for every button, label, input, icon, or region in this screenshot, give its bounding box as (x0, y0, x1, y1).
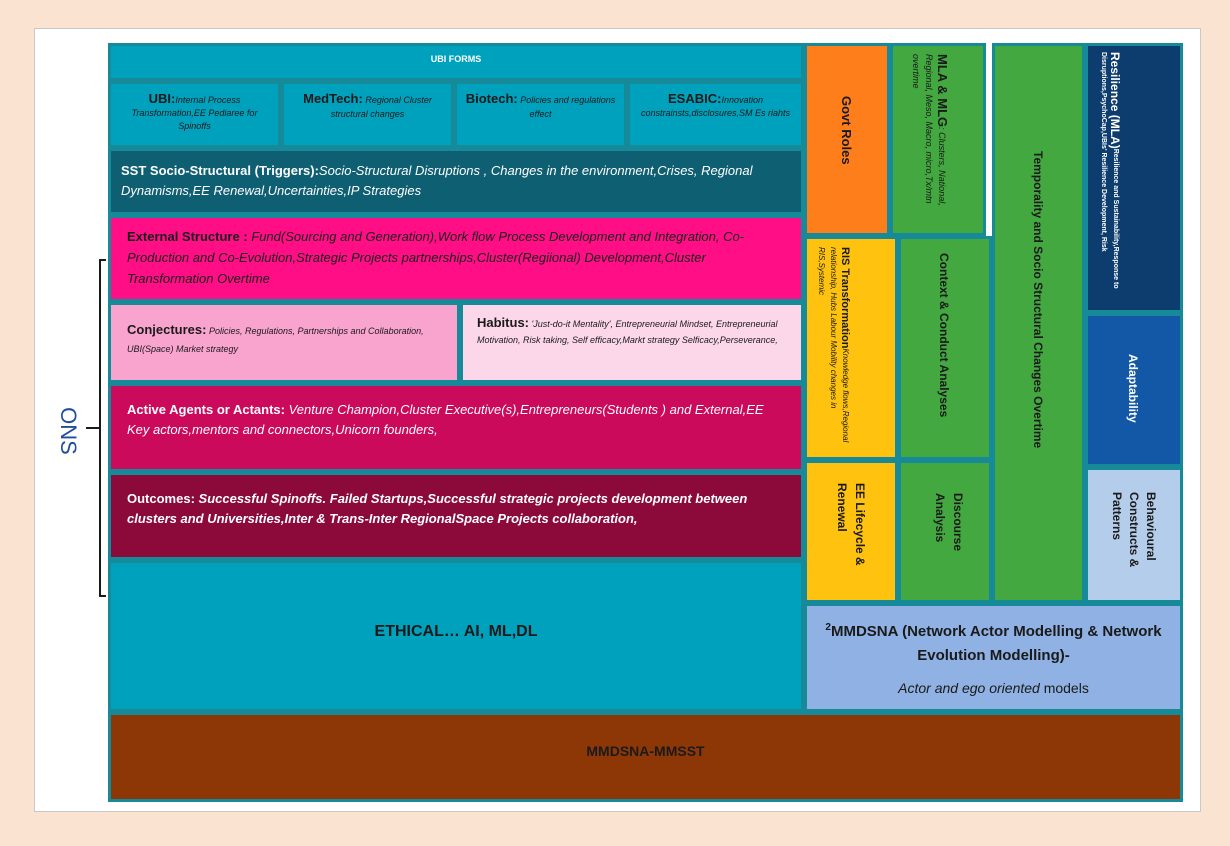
external-structure-box: External Structure : Fund(Sourcing and G… (108, 215, 804, 302)
medtech-title: MedTech: (303, 91, 363, 106)
ee-lifecycle-label: EE Lifecycle & Renewal (835, 483, 867, 566)
ons-label: ONS (56, 407, 81, 455)
outcomes-box: Outcomes: Successful Spinoffs. Failed St… (108, 472, 804, 560)
mla-title: MLA & MLG (935, 54, 950, 128)
ons-bracket (86, 259, 106, 597)
resilience-title: Resilience (MLA) (1108, 52, 1122, 149)
biotech-cell: Biotech: Policies and regulations effect (454, 81, 627, 148)
esabic-cell: ESABIC:Innovation constrainsts,disclosur… (627, 81, 804, 148)
ethical-box: ETHICAL… AI, ML,DL (108, 560, 804, 712)
agents-text: Venture Champion,Cluster Executive(s),En… (127, 402, 764, 437)
mla-mlg-box: MLA & MLG: Clusters, National, Regional,… (890, 43, 986, 236)
sst-title: SST Socio-Structural (Triggers): (121, 163, 319, 178)
ubi-title: UBI: (148, 91, 176, 106)
ris-text: Knowledge flows,Regional relationship, H… (817, 247, 850, 443)
habitus-title: Habitus: (477, 315, 529, 330)
context-conduct-box: Context & Conduct Analyses (898, 236, 992, 460)
conjectures-box: Conjectures: Policies, Regulations, Part… (108, 302, 460, 383)
habitus-text: 'Just-do-it Mentality', Entrepreneurial … (477, 319, 778, 345)
govt-roles-label: Govt Roles (839, 96, 854, 165)
mmdsna-mmsst-box: MMDSNA-MMSST (108, 712, 1183, 802)
mla-text: : Clusters, National, Regional, Meso, Ma… (911, 54, 947, 206)
temporality-box: Temporality and Socio Structural Changes… (992, 43, 1085, 603)
adaptability-box: Adaptability (1085, 313, 1183, 467)
biotech-title: Biotech: (465, 91, 518, 106)
medtech-text: Regional Cluster structural changes (330, 95, 432, 119)
mmdsna-box: 2MMDSNA (Network Actor Modelling & Netwo… (804, 603, 1183, 712)
discourse-label: Discourse Analysis (933, 493, 965, 552)
adaptability-label: Adaptability (1126, 354, 1140, 423)
behavioural-box: Behavioural Constructs & Patterns (1085, 467, 1183, 603)
ubi-forms-header: UBI FORMS (108, 43, 804, 81)
mmdsna-italic: Actor and ego oriented (898, 680, 1040, 696)
mmdsna-mmsst-label: MMDSNA-MMSST (586, 743, 705, 759)
active-agents-box: Active Agents or Actants: Venture Champi… (108, 383, 804, 472)
habitus-box: Habitus: 'Just-do-it Mentality', Entrepr… (460, 302, 804, 383)
conjectures-text: Policies, Regulations, Partnerships and … (127, 326, 424, 354)
mmdsna-superscript: 2 (825, 622, 831, 633)
mmdsna-rest: models (1039, 680, 1089, 696)
ris-title: RIS Transformation (839, 247, 851, 349)
esabic-title: ESABIC: (668, 91, 722, 106)
discourse-analysis-box: Discourse Analysis (898, 460, 992, 603)
outcomes-text: Successful Spinoffs. Failed Startups,Suc… (127, 491, 748, 526)
mmdsna-title: MMDSNA (Network Actor Modelling & Networ… (830, 623, 1162, 664)
sst-box: SST Socio-Structural (Triggers):Socio-St… (108, 148, 804, 215)
ethical-label: ETHICAL… AI, ML,DL (374, 623, 538, 640)
resilience-text: Resilience and Sustainability,Response t… (1100, 52, 1119, 289)
sst-text: Socio-Structural Disruptions , Changes i… (121, 163, 753, 198)
medtech-cell: MedTech: Regional Cluster structural cha… (281, 81, 454, 148)
biotech-text: Policies and regulations effect (517, 95, 616, 119)
ubi-forms-label: UBI FORMS (430, 54, 482, 64)
ris-transformation-box: RIS TransformationKnowledge flows,Region… (804, 236, 898, 460)
ee-lifecycle-box: EE Lifecycle & Renewal (804, 460, 898, 603)
conjectures-title: Conjectures: (127, 322, 207, 337)
govt-roles-box: Govt Roles (804, 43, 890, 236)
ubi-cell: UBI:Internal Process Transformation,EE P… (108, 81, 281, 148)
context-label: Context & Conduct Analyses (937, 253, 951, 418)
temporality-label: Temporality and Socio Structural Changes… (1031, 151, 1045, 449)
ubi-text: Internal Process Transformation,EE Pedia… (131, 95, 258, 131)
agents-title: Active Agents or Actants: (127, 402, 285, 417)
outcomes-title: Outcomes: (127, 491, 195, 506)
esabic-text: Innovation constrainsts,disclosures,SM E… (640, 95, 791, 118)
resilience-box: Resilience (MLA)Resilience and Sustainab… (1085, 43, 1183, 313)
behavioural-label: Behavioural Constructs & Patterns (1110, 492, 1158, 568)
external-text: Fund(Sourcing and Generation),Work flow … (127, 229, 745, 286)
external-title: External Structure : (127, 229, 252, 244)
